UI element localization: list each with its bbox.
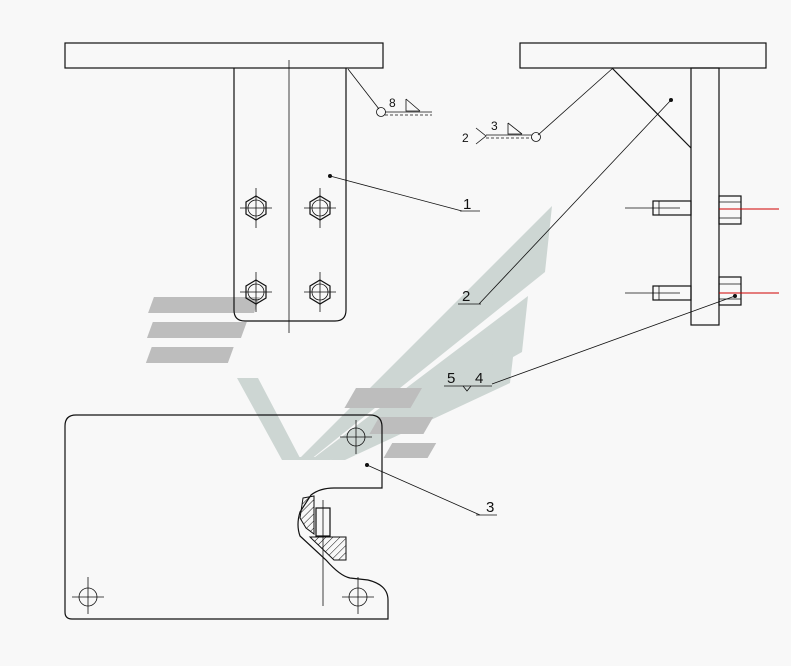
hole-lower-left (72, 577, 104, 614)
bracket-plate-left (233, 68, 347, 322)
weld-size-left: 8 (389, 96, 396, 110)
part-2-view (519, 42, 767, 326)
callout-4-label: 4 (475, 370, 483, 387)
part-1-view (64, 42, 384, 333)
weld-count-right: 2 (462, 131, 469, 145)
callout-2: 2 (458, 98, 673, 305)
hole-lower-right (342, 577, 374, 614)
callout-3-label: 3 (486, 499, 494, 516)
weld-symbol-left: 8 (347, 68, 432, 117)
bolt-side-upper (625, 195, 779, 225)
gusset-edge (611, 67, 692, 149)
bolt-upper-right (304, 188, 336, 228)
weld-size-right: 3 (491, 119, 498, 133)
callout-1: 1 (328, 174, 480, 213)
bolt-lower-right (304, 272, 336, 312)
hole-upper (340, 420, 372, 454)
callout-3: 3 (365, 463, 497, 516)
callout-1-label: 1 (463, 196, 471, 213)
vertical-plate-right (690, 67, 720, 326)
bolt-upper-left (240, 188, 272, 228)
watermark-logo (145, 206, 552, 460)
bolt-side-lower (625, 276, 779, 306)
top-plate-right (519, 42, 767, 69)
bolt-lower-left (240, 272, 272, 312)
callout-5-4: 5 4 (444, 294, 737, 392)
weld-symbol-right: 3 2 (462, 67, 614, 145)
callout-5-label: 5 (447, 370, 455, 387)
top-plate-left (64, 42, 384, 69)
part-3-plate (64, 414, 389, 620)
callout-2-label: 2 (462, 288, 470, 305)
